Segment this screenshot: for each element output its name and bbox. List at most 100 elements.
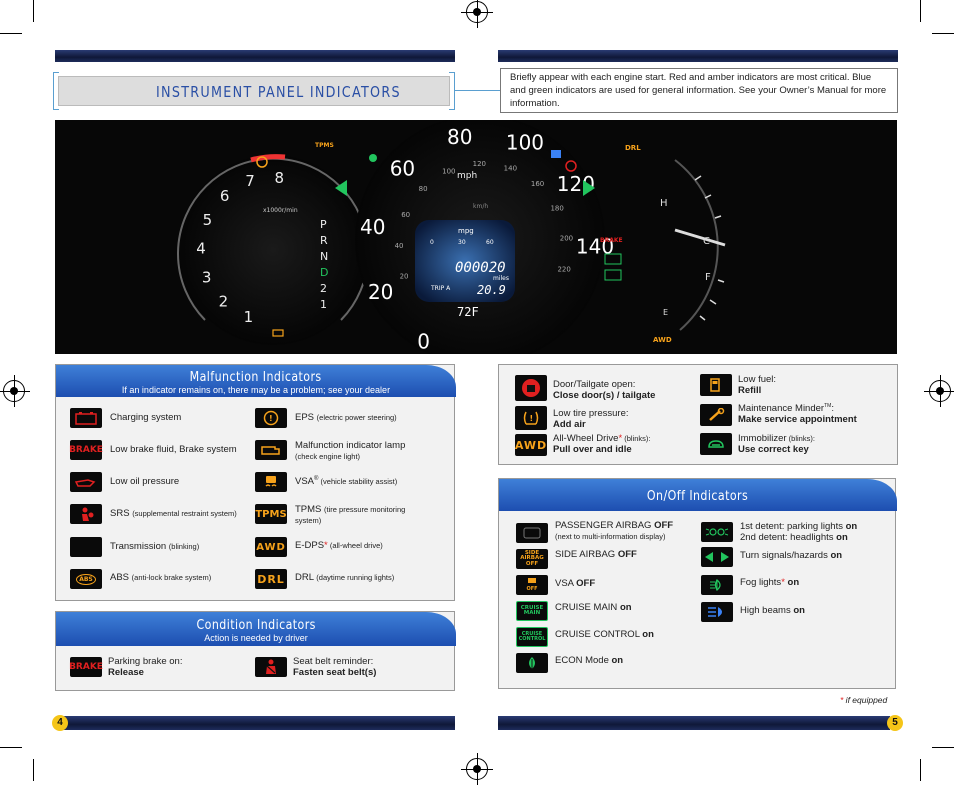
kmh-number-140: 140: [504, 165, 517, 173]
transmission-icon: [70, 537, 102, 557]
mpg-scale-30: 30: [458, 239, 466, 246]
cruise-control-lamp-icon: [604, 269, 622, 281]
malfunction-header: Malfunction Indicators If an indicator r…: [56, 365, 456, 397]
eps-lamp-icon: [256, 156, 268, 168]
page-number-right: 5: [887, 715, 903, 731]
parking-lights-icon: [701, 522, 733, 542]
gear-2: 2: [320, 282, 327, 295]
crop-mark: [932, 747, 954, 748]
info-label-door: Door/Tailgate open:Close door(s) / tailg…: [553, 379, 656, 401]
onoff-label-cruise-control: CRUISE CONTROL on: [555, 629, 654, 640]
eps-icon: !: [255, 408, 287, 428]
malfunction-subtitle: If an indicator remains on, there may be…: [121, 385, 391, 395]
kmh-number-40: 40: [395, 242, 404, 250]
onoff-label-econ: ECON Mode on: [555, 655, 624, 666]
malfunction-label-srs: SRS (supplemental restraint system): [110, 508, 237, 519]
svg-text:!: !: [269, 414, 273, 423]
registration-mark-icon: [924, 375, 954, 407]
footnote: * if equipped: [840, 695, 888, 705]
turn-signal-icon: [701, 547, 733, 567]
svg-text:!: !: [530, 414, 534, 423]
malfunction-label-drl: DRL (daytime running lights): [295, 572, 395, 583]
crop-mark: [0, 33, 22, 34]
brake-icon: BRAKE: [69, 440, 103, 460]
immobilizer-icon: [700, 433, 732, 455]
onoff-label-vsa: VSA OFF: [555, 578, 596, 589]
vsa-icon: [255, 472, 287, 492]
awd-blink-icon: AWD: [515, 434, 547, 456]
bottom-bar-right: [498, 716, 890, 730]
kmh-unit: km/h: [473, 203, 488, 210]
high-beams-icon: [701, 602, 733, 622]
gear-P: P: [320, 218, 327, 231]
trip-value: 20.9: [477, 283, 506, 297]
kmh-number-160: 160: [531, 180, 544, 188]
fuel-icon: [700, 374, 732, 396]
intro-text: Briefly appear with each engine start. R…: [500, 68, 898, 113]
brake-lamp: BRAKE: [600, 237, 623, 244]
gear-D: D: [320, 266, 328, 279]
page-number-left: 4: [52, 715, 68, 731]
awd-icon: AWD: [255, 537, 287, 557]
oil-icon: [70, 472, 102, 492]
bottom-bar-left: [60, 716, 455, 730]
econ-lamp-icon: [369, 154, 377, 162]
top-bar-right: [498, 50, 898, 62]
speed-number-20: 20: [368, 280, 393, 304]
battery-icon: [70, 408, 102, 428]
speed-number-60: 60: [390, 157, 415, 181]
title-bracket-left: [53, 72, 59, 110]
kmh-number-60: 60: [401, 211, 410, 219]
highbeam-lamp-icon: [551, 150, 561, 158]
trip-label: TRIP A: [430, 285, 451, 292]
kmh-number-180: 180: [550, 205, 563, 213]
kmh-number-100: 100: [442, 167, 455, 175]
info-label-immobilizer: Immobilizer (blinks):Use correct key: [738, 433, 815, 455]
cruise-main-lamp-icon: [604, 253, 622, 265]
condition-header: Condition Indicators Action is needed by…: [56, 612, 456, 646]
tach-number-7: 7: [245, 172, 255, 190]
speed-number-40: 40: [360, 215, 385, 239]
gear-N: N: [320, 250, 328, 263]
drl-lamp: DRL: [625, 144, 641, 152]
multi-info-display: [415, 220, 515, 302]
info-label-awd: All-Wheel Drive* (blinks):Pull over and …: [553, 433, 651, 455]
malfunction-label-oil: Low oil pressure: [110, 476, 180, 487]
malfunction-label-charging: Charging system: [110, 412, 182, 423]
battery-lamp-icon: [272, 329, 284, 337]
title-connector: [455, 90, 500, 91]
malfunction-label-abs: ABS (anti-lock brake system): [110, 572, 212, 583]
mpg-label: mpg: [458, 227, 474, 235]
info-label-fuel: Low fuel:Refill: [738, 374, 777, 396]
temp-needle: [674, 228, 726, 247]
seatbelt-icon: [255, 657, 287, 677]
title-bracket-right: [449, 72, 455, 110]
onoff-panel: On/Off Indicators: [498, 478, 897, 689]
registration-mark-icon: [0, 375, 30, 407]
drl-icon: DRL: [255, 569, 287, 589]
malfunction-title: Malfunction Indicators: [190, 370, 322, 385]
awd-lamp: AWD: [653, 336, 672, 344]
temp-h: H: [660, 198, 668, 209]
speed-number-0: 0: [417, 329, 430, 353]
tach-number-3: 3: [202, 268, 212, 286]
crop-mark: [33, 0, 34, 22]
right-turn-icon: [583, 180, 595, 196]
condition-label-parking: Parking brake on:Release: [108, 656, 183, 678]
malfunction-label-eps: EPS (electric power steering): [295, 412, 397, 423]
malfunction-label-transmission: Transmission (blinking): [110, 541, 200, 552]
onoff-label-passenger-airbag: PASSENGER AIRBAG OFF(next to multi-infor…: [555, 520, 674, 541]
info-panel: [498, 364, 898, 465]
malfunction-label-vsa: VSA® (vehicle stability assist): [295, 476, 398, 488]
left-turn-icon: [335, 180, 347, 196]
malfunction-label-tpms: TPMS (tire pressure monitoring system): [295, 504, 406, 525]
srs-icon: [70, 504, 102, 524]
tach-number-5: 5: [203, 211, 213, 229]
crop-mark: [33, 759, 34, 781]
malfunction-label-edps: E-DPS* (all-wheel drive): [295, 540, 383, 551]
kmh-number-200: 200: [560, 234, 573, 242]
malfunction-label-mil: Malfunction indicator lamp(check engine …: [295, 440, 406, 461]
